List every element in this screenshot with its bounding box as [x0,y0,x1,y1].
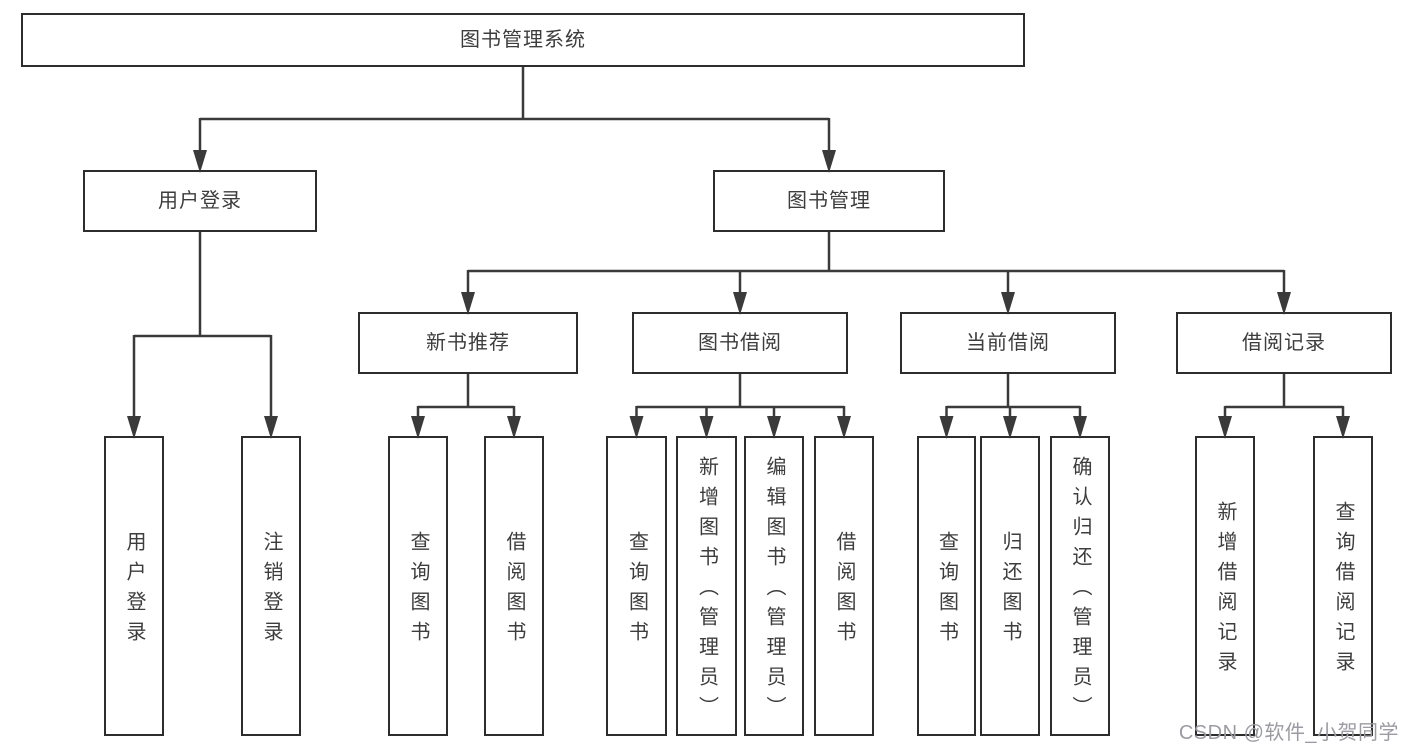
node-label-leaf-bb-edit: 编辑图书（管理员） [763,456,785,726]
node-label-leaf-bb-query: 查询图书 [625,531,648,651]
node-label-book-borrowing: 图书借阅 [698,332,782,354]
node-label-root: 图书管理系统 [460,29,586,51]
node-label-leaf-nbr-borrow: 借阅图书 [503,531,525,651]
node-leaf-nbr-borrow: 借阅图书 [484,436,544,736]
node-leaf-cb-return: 归还图书 [980,436,1040,736]
node-leaf-cb-confirm: 确认归还（管理员） [1050,436,1110,736]
node-label-leaf-cb-return: 归还图书 [999,531,1021,651]
node-leaf-user-login: 用户登录 [104,436,164,736]
node-label-current-borrowing: 当前借阅 [966,332,1050,354]
node-leaf-cb-query: 查询图书 [917,436,976,736]
node-leaf-br-add: 新增借阅记录 [1195,436,1255,736]
node-label-borrowing-records: 借阅记录 [1242,332,1326,354]
node-label-leaf-user-login: 用户登录 [123,531,145,651]
node-leaf-br-query: 查询借阅记录 [1313,436,1373,736]
node-leaf-bb-add: 新增图书（管理员） [676,436,737,736]
node-label-leaf-cb-query: 查询图书 [935,531,958,651]
node-label-user-login: 用户登录 [158,190,242,212]
node-leaf-bb-edit: 编辑图书（管理员） [744,436,804,736]
node-label-leaf-nbr-query: 查询图书 [407,531,429,651]
node-borrowing-records: 借阅记录 [1176,312,1392,374]
node-label-leaf-cb-confirm: 确认归还（管理员） [1069,456,1091,726]
node-book-management: 图书管理 [713,170,945,232]
node-leaf-bb-borrow: 借阅图书 [814,436,874,736]
node-leaf-bb-query: 查询图书 [606,436,667,736]
node-label-leaf-bb-add: 新增图书（管理员） [695,456,718,726]
node-label-leaf-logout: 注销登录 [260,531,282,651]
node-book-borrowing: 图书借阅 [632,312,848,374]
node-current-borrowing: 当前借阅 [900,312,1116,374]
node-label-leaf-br-add: 新增借阅记录 [1214,501,1236,681]
node-leaf-nbr-query: 查询图书 [388,436,448,736]
node-label-leaf-bb-borrow: 借阅图书 [833,531,855,651]
node-label-leaf-br-query: 查询借阅记录 [1332,501,1354,681]
node-label-book-management: 图书管理 [787,190,871,212]
node-label-new-book-recommend: 新书推荐 [426,332,510,354]
node-leaf-logout: 注销登录 [241,436,301,736]
node-new-book-recommend: 新书推荐 [358,312,578,374]
node-user-login: 用户登录 [83,170,317,232]
node-root: 图书管理系统 [21,13,1025,67]
